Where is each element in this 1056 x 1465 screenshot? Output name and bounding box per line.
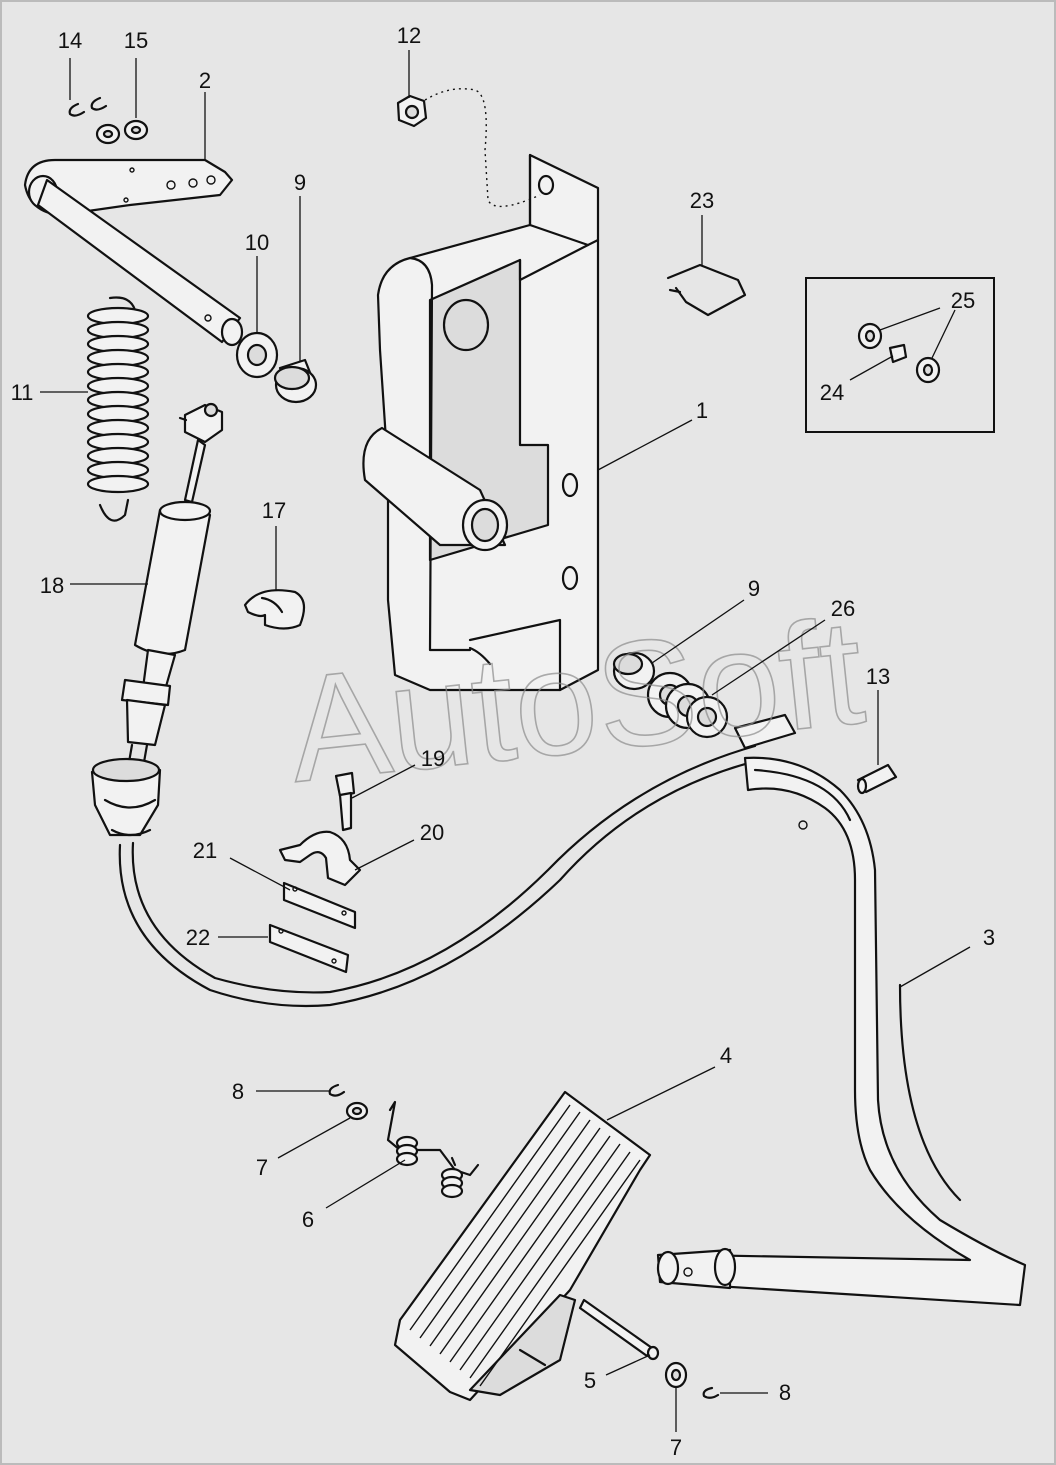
callout-3: 3 — [983, 925, 995, 950]
callout-19: 19 — [421, 746, 445, 771]
callout-8-upper: 8 — [232, 1079, 244, 1104]
callout-9-upper: 9 — [294, 170, 306, 195]
callout-labels: 14 15 2 12 9 10 11 18 17 1 23 25 24 9 26… — [11, 23, 996, 1460]
callout-21: 21 — [193, 838, 217, 863]
part-18-damper-cable — [90, 402, 762, 1008]
callout-25: 25 — [951, 288, 975, 313]
part-8-clip-lower — [702, 1386, 720, 1399]
part-26-washers — [646, 671, 729, 739]
callout-15: 15 — [124, 28, 148, 53]
callout-23: 23 — [690, 188, 714, 213]
callout-9-lower: 9 — [748, 576, 760, 601]
callout-8-lower: 8 — [779, 1380, 791, 1405]
part-6-torsion-spring — [386, 1100, 480, 1199]
callout-6: 6 — [302, 1207, 314, 1232]
part-3-pedal-arm — [656, 713, 1027, 1307]
callout-7-lower: 7 — [670, 1435, 682, 1460]
callout-26: 26 — [831, 596, 855, 621]
part-1-bracket — [362, 153, 600, 692]
callout-13: 13 — [866, 664, 890, 689]
callout-17: 17 — [262, 498, 286, 523]
callout-18: 18 — [40, 573, 64, 598]
part-7-washer-lower — [664, 1361, 688, 1389]
callout-2: 2 — [199, 68, 211, 93]
callout-5: 5 — [584, 1368, 596, 1393]
part-7-washer-upper — [345, 1101, 369, 1121]
callout-10: 10 — [245, 230, 269, 255]
part-23-wire-clip — [666, 263, 747, 317]
part-19-bolt — [334, 771, 356, 832]
callout-20: 20 — [420, 820, 444, 845]
part-2-lever-shaft — [23, 158, 244, 347]
part-10-washer — [235, 331, 279, 379]
part-24-sleeve — [888, 343, 908, 364]
part-12-flange-nut — [396, 94, 428, 128]
callout-14: 14 — [58, 28, 82, 53]
callout-4: 4 — [720, 1043, 732, 1068]
callout-7-upper: 7 — [256, 1155, 268, 1180]
inset-box — [805, 277, 995, 433]
assembly-path-12 — [424, 88, 541, 208]
part-17-clip — [243, 589, 306, 630]
part-13-pin — [856, 763, 898, 795]
part-21-plate — [282, 881, 357, 930]
part-15-washers — [95, 119, 149, 145]
part-4-pedal-pad — [393, 1090, 652, 1402]
callout-22: 22 — [186, 925, 210, 950]
part-9-bushing-upper — [273, 358, 318, 404]
callout-24: 24 — [820, 380, 844, 405]
part-9-bushing-lower — [612, 651, 656, 691]
part-20-clamp — [278, 830, 362, 887]
part-5-pin — [578, 1298, 660, 1361]
part-8-clip-upper — [328, 1083, 346, 1097]
callout-12: 12 — [397, 23, 421, 48]
part-22-plate — [268, 923, 350, 974]
leader-lines — [40, 50, 971, 1432]
part-11-spring — [86, 296, 150, 522]
part-14-clips — [68, 96, 108, 117]
callout-1: 1 — [696, 398, 708, 423]
callout-11: 11 — [11, 380, 34, 405]
